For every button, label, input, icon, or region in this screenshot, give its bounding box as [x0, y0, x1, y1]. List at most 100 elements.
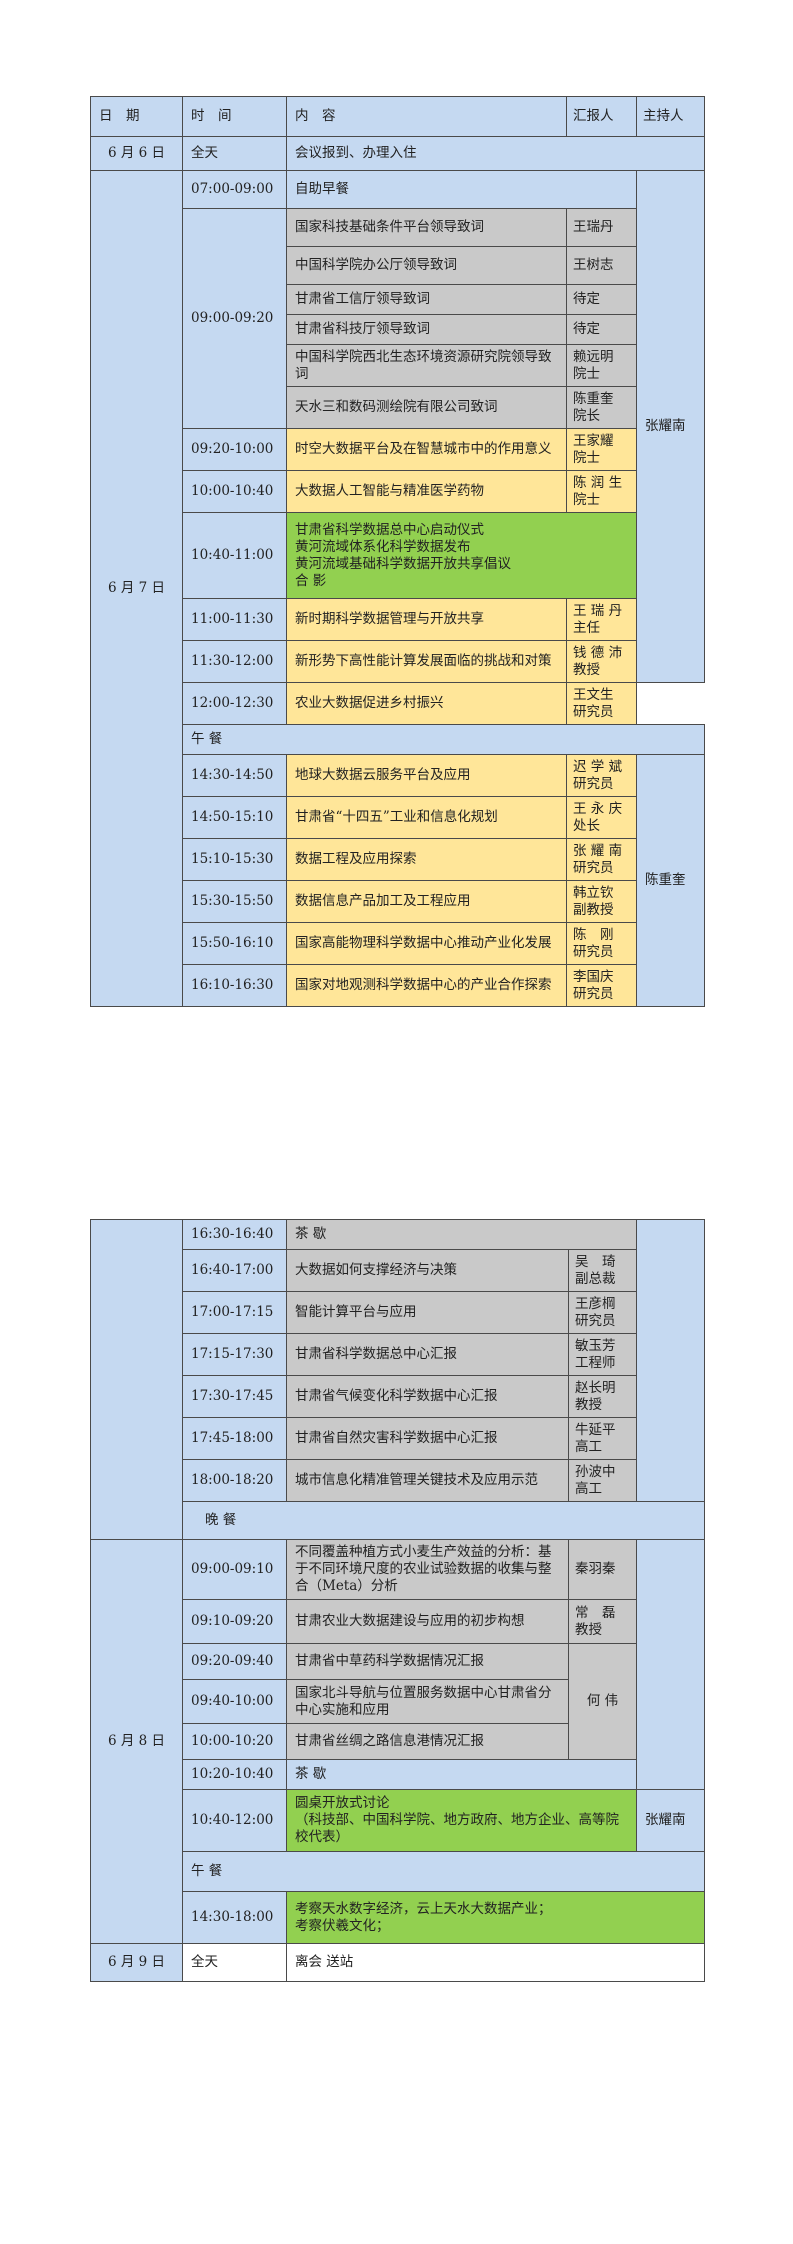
- reporter-cell: 吴 琦 副总裁: [567, 1249, 638, 1292]
- table-row: 午 餐: [90, 1851, 706, 1892]
- reporter-cell: 秦羽秦: [567, 1539, 638, 1600]
- content-cell: 新时期科学数据管理与开放共享: [286, 598, 567, 641]
- host-cell: 陈重奎: [636, 754, 705, 1007]
- reporter-cell: 赵长明 教授: [567, 1375, 638, 1418]
- table-row: 10:00-10:20 甘肃省丝绸之路信息港情况汇报: [91, 1723, 705, 1760]
- reporter-cell: 王瑞丹: [566, 208, 637, 247]
- table-row: 11:00-11:30 新时期科学数据管理与开放共享 王 瑞 丹 主任: [91, 598, 705, 641]
- table-row: 中国科学院办公厅领导致词 王树志: [91, 246, 705, 285]
- reporter-cell: 王文生 研究员: [566, 682, 637, 725]
- reporter-cell: 王树志: [566, 246, 637, 285]
- time-cell: 14:30-14:50: [182, 754, 287, 797]
- table-row: 09:20-10:00 时空大数据平台及在智慧城市中的作用意义 王家耀 院士: [91, 428, 705, 471]
- header-content: 内 容: [286, 96, 567, 137]
- content-cell: 甘肃省工信厅领导致词: [286, 284, 567, 315]
- content-cell: 甘肃省科学数据总中心启动仪式 黄河流域体系化科学数据发布 黄河流域基础科学数据开…: [286, 512, 637, 599]
- time-cell: 10:00-10:40: [182, 470, 287, 513]
- content-cell: 国家高能物理科学数据中心推动产业化发展: [286, 922, 567, 965]
- host-cell: 张耀南: [636, 170, 705, 683]
- time-cell: 15:50-16:10: [182, 922, 287, 965]
- time-cell: 17:00-17:15: [182, 1291, 287, 1334]
- table-row: 中国科学院西北生态环境资源研究院领导致词 赖远明 院士: [91, 344, 705, 387]
- reporter-cell: 韩立钦 副教授: [566, 880, 637, 923]
- content-cell: 不同覆盖种植方式小麦生产效益的分析：基于不同环境尺度的农业试验数据的收集与整合（…: [286, 1539, 569, 1600]
- header-date: 日 期: [90, 96, 183, 137]
- reporter-cell: 王 永 庆 处长: [566, 796, 637, 839]
- content-cell: 数据工程及应用探索: [286, 838, 567, 881]
- reporter-cell: 牛延平 高工: [567, 1417, 638, 1460]
- reporter-cell: 迟 学 斌 研究员: [566, 754, 637, 797]
- table-row: 10:20-10:40 茶 歇: [91, 1759, 705, 1790]
- table-row: 09:00-09:20 国家科技基础条件平台领导致词 王瑞丹: [91, 208, 705, 429]
- host-cell-empty: [636, 1539, 706, 1790]
- content-cell: 中国科学院办公厅领导致词: [286, 246, 567, 285]
- table-row: 6 月 9 日 全天 离会 送站: [90, 1943, 706, 1982]
- host-cell: 张耀南: [636, 1789, 706, 1852]
- content-cell: 甘肃省中草药科学数据情况汇报: [286, 1643, 569, 1680]
- content-cell: 甘肃省自然灾害科学数据中心汇报: [286, 1417, 569, 1460]
- date-cell: 6 月 6 日: [90, 136, 183, 171]
- time-cell: 16:40-17:00: [182, 1249, 287, 1292]
- table-row: 午 餐: [90, 724, 705, 755]
- content-cell: 茶 歇: [285, 1759, 638, 1790]
- content-cell: 城市信息化精准管理关键技术及应用示范: [286, 1459, 569, 1502]
- reporter-cell: 何 伟: [567, 1643, 638, 1760]
- content-cell: 中国科学院西北生态环境资源研究院领导致词: [286, 344, 567, 387]
- time-cell: 11:30-12:00: [182, 640, 287, 683]
- time-cell: 10:00-10:20: [182, 1723, 287, 1760]
- time-cell: 10:40-11:00: [182, 512, 287, 599]
- table-row: 15:50-16:10 国家高能物理科学数据中心推动产业化发展 陈 刚 研究员: [91, 922, 705, 965]
- table-row: 17:45-18:00 甘肃省自然灾害科学数据中心汇报 牛延平 高工: [91, 1417, 705, 1460]
- content-cell: 数据信息产品加工及工程应用: [286, 880, 567, 923]
- table-row: 15:30-15:50 数据信息产品加工及工程应用 韩立钦 副教授: [91, 880, 705, 923]
- reporter-cell: 孙波中 高工: [567, 1459, 638, 1502]
- content-cell: 甘肃省科技厅领导致词: [286, 314, 567, 345]
- table-row: 10:40-12:00 圆桌开放式讨论 （科技部、中国科学院、地方政府、地方企业…: [91, 1789, 706, 1852]
- table-row: 17:00-17:15 智能计算平台与应用 王彦棡 研究员: [91, 1291, 705, 1334]
- reporter-cell: 钱 德 沛 教授: [566, 640, 637, 683]
- header-reporter: 汇报人: [566, 96, 637, 137]
- table-row: 10:40-11:00 甘肃省科学数据总中心启动仪式 黄河流域体系化科学数据发布…: [91, 512, 705, 599]
- table-row: 14:30-18:00 考察天水数字经济，云上天水大数据产业； 考察伏羲文化；: [91, 1891, 706, 1944]
- reporter-cell: 待定: [566, 314, 637, 345]
- content-cell: 甘肃农业大数据建设与应用的初步构想: [286, 1599, 569, 1644]
- content-cell: 甘肃省“十四五”工业和信息化规划: [286, 796, 567, 839]
- date-cell: 6 月 7 日: [90, 170, 183, 1007]
- date-cell: 6 月 8 日: [90, 1539, 183, 1944]
- content-cell: 大数据人工智能与精准医学药物: [286, 470, 567, 513]
- table-row: 甘肃省科技厅领导致词 待定: [91, 314, 705, 345]
- time-cell: 09:00-09:10: [182, 1539, 287, 1600]
- table-row: 14:30-14:50 地球大数据云服务平台及应用 迟 学 斌 研究员 陈重奎: [91, 754, 705, 1007]
- reporter-cell: 常 磊 教授: [567, 1599, 638, 1644]
- host-cell-continued: [636, 1219, 706, 1502]
- table-row: 晚 餐: [90, 1501, 706, 1540]
- reporter-cell: 王 瑞 丹 主任: [566, 598, 637, 641]
- time-cell: 15:30-15:50: [182, 880, 287, 923]
- date-cell: 6 月 9 日: [90, 1943, 183, 1982]
- reporter-cell: 陈 刚 研究员: [566, 922, 637, 965]
- table-row: 16:10-16:30 国家对地观测科学数据中心的产业合作探索 李国庆 研究员: [91, 964, 705, 1007]
- table-row: 6 月 6 日 全天 会议报到、办理入住: [90, 136, 705, 171]
- date-cell-continued: [90, 1219, 183, 1540]
- time-cell: 09:10-09:20: [182, 1599, 287, 1644]
- content-cell: 地球大数据云服务平台及应用: [286, 754, 567, 797]
- content-cell: 甘肃省气候变化科学数据中心汇报: [286, 1375, 569, 1418]
- time-cell: 17:15-17:30: [182, 1333, 287, 1376]
- content-cell: 甘肃省丝绸之路信息港情况汇报: [286, 1723, 569, 1760]
- time-cell: 全天: [182, 136, 287, 171]
- table-row: 15:10-15:30 数据工程及应用探索 张 耀 南 研究员: [91, 838, 705, 881]
- content-cell: 智能计算平台与应用: [286, 1291, 569, 1334]
- content-cell: 国家科技基础条件平台领导致词: [286, 208, 567, 247]
- time-cell: 17:45-18:00: [182, 1417, 287, 1460]
- header-host: 主持人: [636, 96, 705, 137]
- table-row: 16:30-16:40 茶 歇: [90, 1219, 706, 1540]
- content-cell: 自助早餐: [286, 170, 637, 209]
- meal-cell: 午 餐: [181, 1851, 706, 1892]
- meal-cell: 晚 餐: [181, 1501, 706, 1540]
- table-row: 09:10-09:20 甘肃农业大数据建设与应用的初步构想 常 磊 教授: [91, 1599, 705, 1644]
- time-cell: 16:10-16:30: [182, 964, 287, 1007]
- content-cell: 农业大数据促进乡村振兴: [286, 682, 567, 725]
- time-cell: 10:20-10:40: [182, 1759, 287, 1790]
- time-cell: 14:50-15:10: [182, 796, 287, 839]
- time-cell: 09:20-10:00: [182, 428, 287, 471]
